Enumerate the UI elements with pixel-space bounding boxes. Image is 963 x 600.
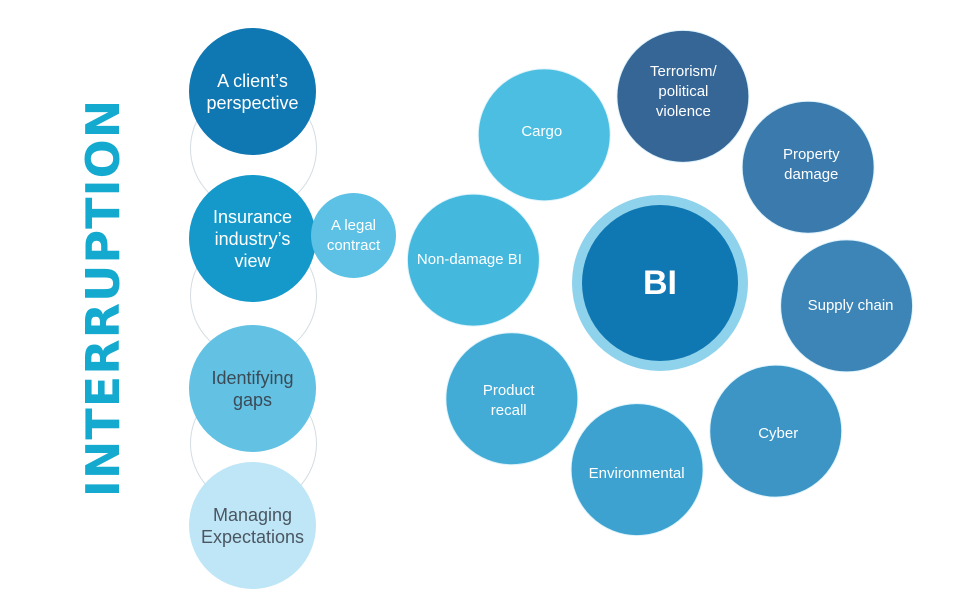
bi-petal (741, 100, 875, 234)
bi-center-label: BI (643, 264, 677, 302)
bi-petal (616, 29, 750, 163)
bi-petal (445, 332, 579, 466)
bi-petal (570, 403, 704, 537)
bi-petal (780, 239, 914, 373)
bi-petal (477, 68, 611, 202)
bi-petal-label: Non-damage BI (416, 250, 522, 268)
bi-center-circle (582, 205, 738, 361)
bi-petal-label: Environmental (588, 464, 685, 482)
bi-petal-label: Supply chain (807, 297, 894, 315)
bi-petal-label: Cargo (521, 122, 563, 140)
bi-petal-label: Cyber (758, 425, 799, 443)
bi-petal (406, 193, 540, 327)
bi-petal (709, 364, 843, 498)
